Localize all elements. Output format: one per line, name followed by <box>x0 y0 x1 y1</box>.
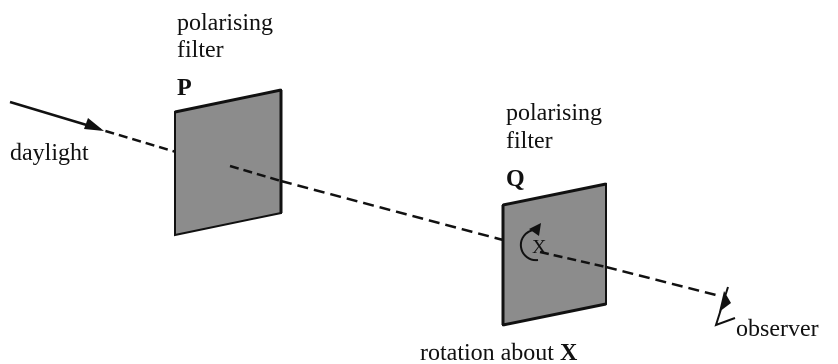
ray-to-observer <box>605 265 717 297</box>
ray-through-p <box>229 164 282 183</box>
filter-p-top-edge <box>174 88 282 114</box>
observer-label: observer <box>736 316 819 342</box>
incoming-ray-dashed <box>91 125 177 154</box>
filter-q-bottom-edge <box>502 302 607 327</box>
eye-icon <box>714 286 736 327</box>
incoming-ray-solid <box>9 100 91 128</box>
rotation-arrowhead <box>529 223 541 236</box>
rotation-axis-letter: X <box>560 340 578 364</box>
filter-q-label-line1: polarising <box>506 100 602 126</box>
filter-q-label-line2: filter <box>506 128 553 154</box>
rotation-arrow-icon <box>519 229 539 262</box>
rotation-label-text: rotation about <box>420 340 560 364</box>
ray-between-filters <box>280 179 504 242</box>
axis-marker-x: X <box>532 236 547 258</box>
filter-p-label-line2: filter <box>177 37 224 63</box>
daylight-label: daylight <box>10 140 89 166</box>
ray-through-q <box>539 250 607 269</box>
filter-p-label-line1: polarising <box>177 10 273 36</box>
arrow-icon <box>84 118 104 131</box>
filter-q-letter: Q <box>506 166 525 192</box>
filter-p-plate <box>174 88 282 237</box>
filter-p-letter: P <box>177 75 192 101</box>
filter-q-top-edge <box>502 182 607 207</box>
rotation-label: rotation about X <box>420 340 578 364</box>
